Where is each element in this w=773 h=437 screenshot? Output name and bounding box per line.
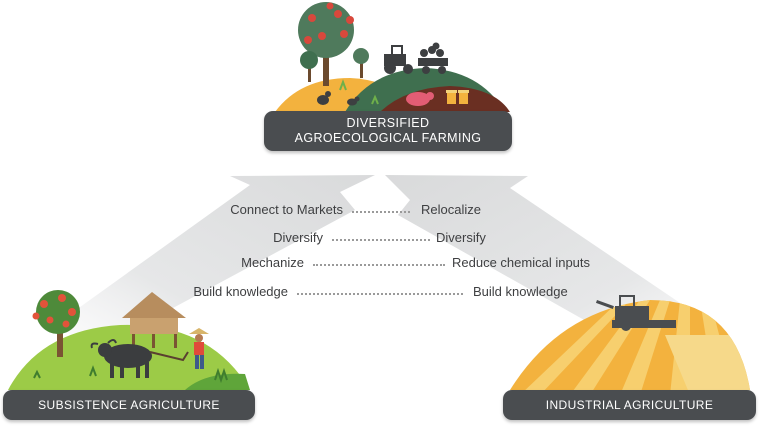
top-title-line2: AGROECOLOGICAL FARMING — [294, 131, 482, 145]
industrial-farm-illustration — [510, 295, 750, 390]
diversified-farm-illustration — [275, 2, 510, 112]
connector-1 — [352, 211, 410, 213]
industrial-label: INDUSTRIAL AGRICULTURE — [545, 397, 714, 412]
bird-icon — [347, 96, 360, 106]
connector-3 — [313, 264, 445, 266]
left-step-1: Connect to Markets — [230, 202, 343, 217]
diversified-agroecological-farming-badge: DIVERSIFIED AGROECOLOGICAL FARMING — [264, 111, 512, 151]
stilt-house-icon — [122, 292, 186, 348]
chicken-icon — [317, 91, 331, 105]
left-step-3: Mechanize — [241, 255, 304, 270]
right-step-3: Reduce chemical inputs — [452, 255, 591, 270]
apple-tree-icon — [298, 2, 354, 58]
connector-4 — [297, 293, 463, 295]
water-buffalo-icon — [90, 339, 152, 378]
small-tree-icon — [300, 51, 318, 69]
farmer-icon — [189, 328, 209, 369]
subsistence-label: SUBSISTENCE AGRICULTURE — [38, 397, 220, 412]
top-title-line1: DIVERSIFIED — [346, 116, 430, 130]
subsistence-agriculture-badge: SUBSISTENCE AGRICULTURE — [3, 390, 255, 420]
connector-2 — [332, 239, 430, 241]
industrial-agriculture-badge: INDUSTRIAL AGRICULTURE — [503, 390, 756, 420]
tractor-icon — [384, 42, 448, 74]
right-step-2: Diversify — [436, 230, 486, 245]
left-path-arrow — [55, 175, 375, 350]
right-step-4: Build knowledge — [473, 284, 568, 299]
pig-icon — [406, 92, 434, 106]
subsistence-farm-illustration — [8, 290, 250, 390]
right-step-1: Relocalize — [421, 202, 481, 217]
combine-harvester-icon — [595, 295, 676, 331]
left-step-4: Build knowledge — [193, 284, 288, 299]
left-step-2: Diversify — [273, 230, 323, 245]
beehive-icon — [446, 90, 469, 104]
